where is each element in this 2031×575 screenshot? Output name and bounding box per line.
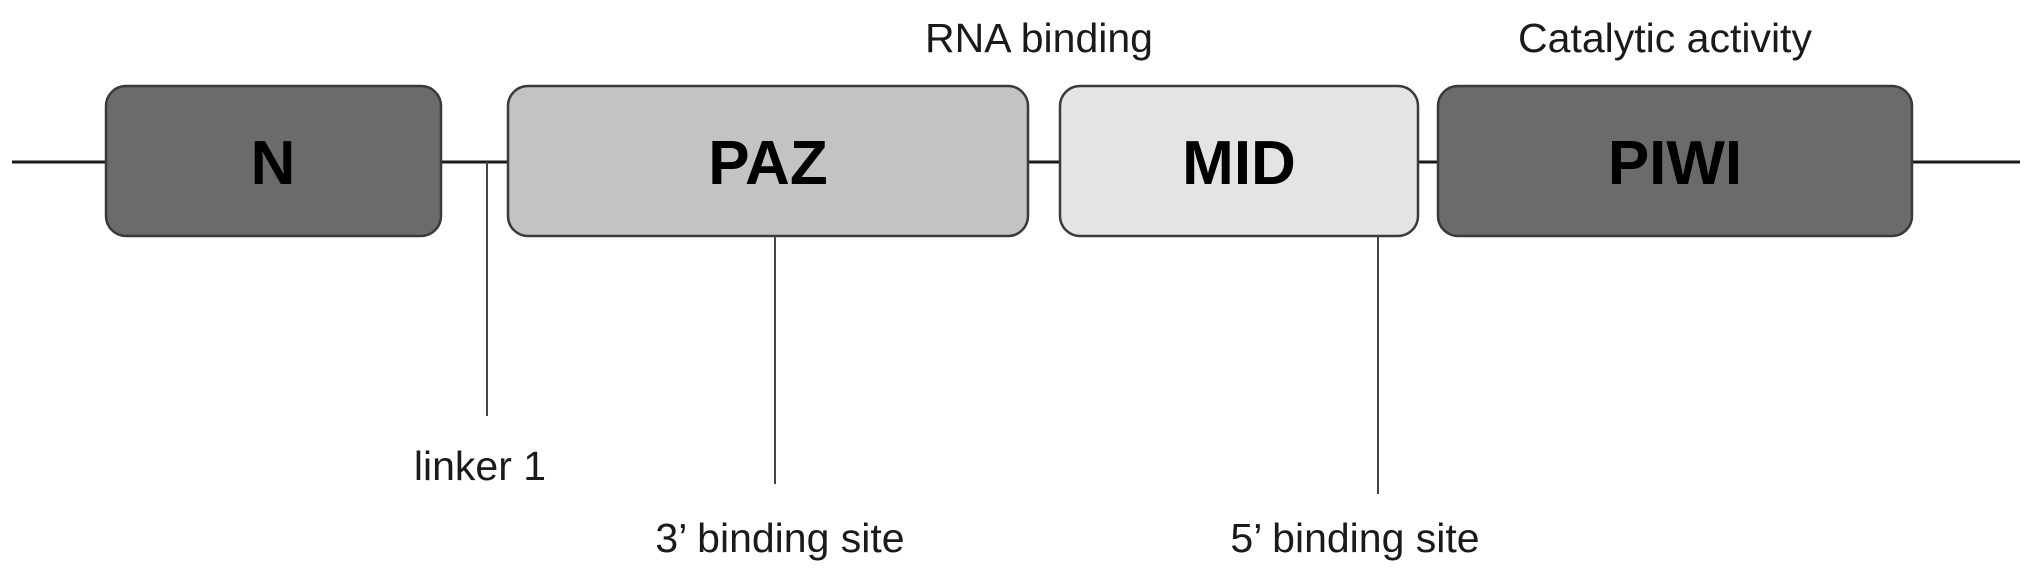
domain-n-box <box>104 84 443 238</box>
domain-paz-label: PAZ <box>708 129 827 198</box>
domain-mid-box <box>1058 84 1420 238</box>
domain-mid-label: MID <box>1182 129 1296 198</box>
domain-paz-box <box>506 84 1030 238</box>
domain-n-label: N <box>251 129 296 198</box>
domain-piwi-label: PIWI <box>1608 129 1742 198</box>
domain-piwi-box <box>1436 84 1914 238</box>
linker-1-label: linker 1 <box>414 443 546 489</box>
rna-binding-label: RNA binding <box>925 15 1153 61</box>
five-prime-site-label: 5’ binding site <box>1230 515 1479 561</box>
three-prime-site-label: 3’ binding site <box>655 515 904 561</box>
catalytic-activity-label: Catalytic activity <box>1518 15 1812 61</box>
